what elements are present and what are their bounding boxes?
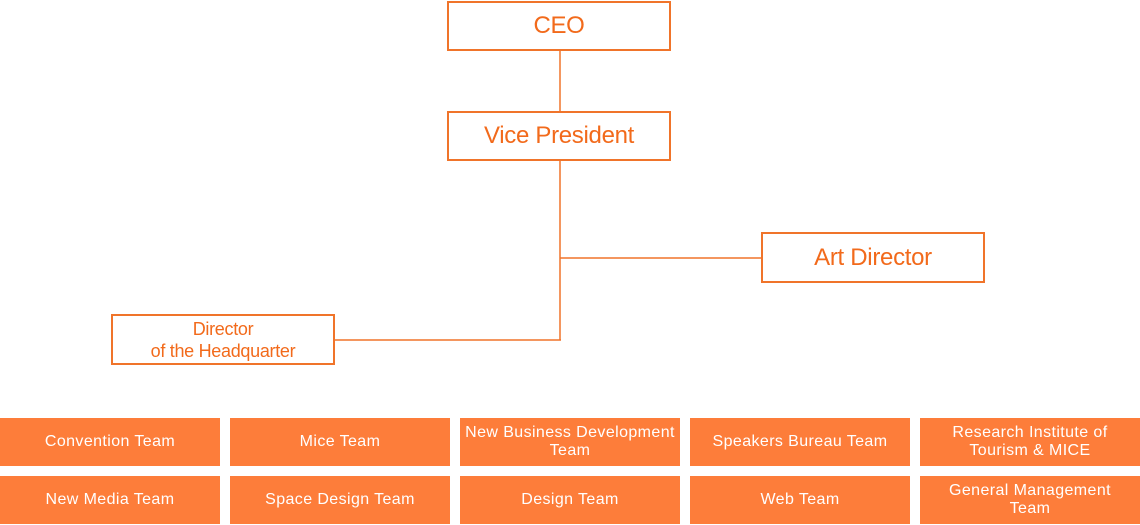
team-label: Space Design Team [265,491,415,508]
team-label-line-1: Research Institute of [952,424,1108,441]
ceo-box: CEO [447,1,671,51]
vice-president-box: Vice President [447,111,671,161]
director-headquarter-label-line-2: of the Headquarter [150,340,296,361]
team-label-line-2: Team [549,442,591,459]
team-label: Web Team [760,491,840,508]
team-label-line-1: New Business Development [465,424,675,441]
team-space-design: Space Design Team [230,476,450,524]
director-headquarter-label-line-1: Director [192,318,254,339]
team-label-line-1: General Management [949,482,1111,499]
team-label: Mice Team [299,433,381,450]
art-director-label: Art Director [814,243,932,271]
team-label: New Media Team [45,491,175,508]
team-new-media: New Media Team [0,476,220,524]
team-speakers-bureau: Speakers Bureau Team [690,418,910,466]
ceo-label: CEO [533,12,585,39]
team-label: Speakers Bureau Team [712,433,888,450]
team-web: Web Team [690,476,910,524]
team-label: Design Team [521,491,619,508]
team-label: Convention Team [44,433,176,450]
team-mice: Mice Team [230,418,450,466]
team-label-line-2: Tourism & MICE [969,442,1091,459]
teams-grid: Convention Team Mice Team New Business D… [0,418,1140,524]
director-headquarter-box: Director of the Headquarter [111,314,335,365]
team-new-business-development: New Business Development Team [460,418,680,466]
team-design: Design Team [460,476,680,524]
team-convention: Convention Team [0,418,220,466]
art-director-box: Art Director [761,232,985,283]
vice-president-label: Vice President [483,122,635,149]
team-general-management: General Management Team [920,476,1140,524]
team-research-institute: Research Institute of Tourism & MICE [920,418,1140,466]
team-label-line-2: Team [1009,500,1051,517]
